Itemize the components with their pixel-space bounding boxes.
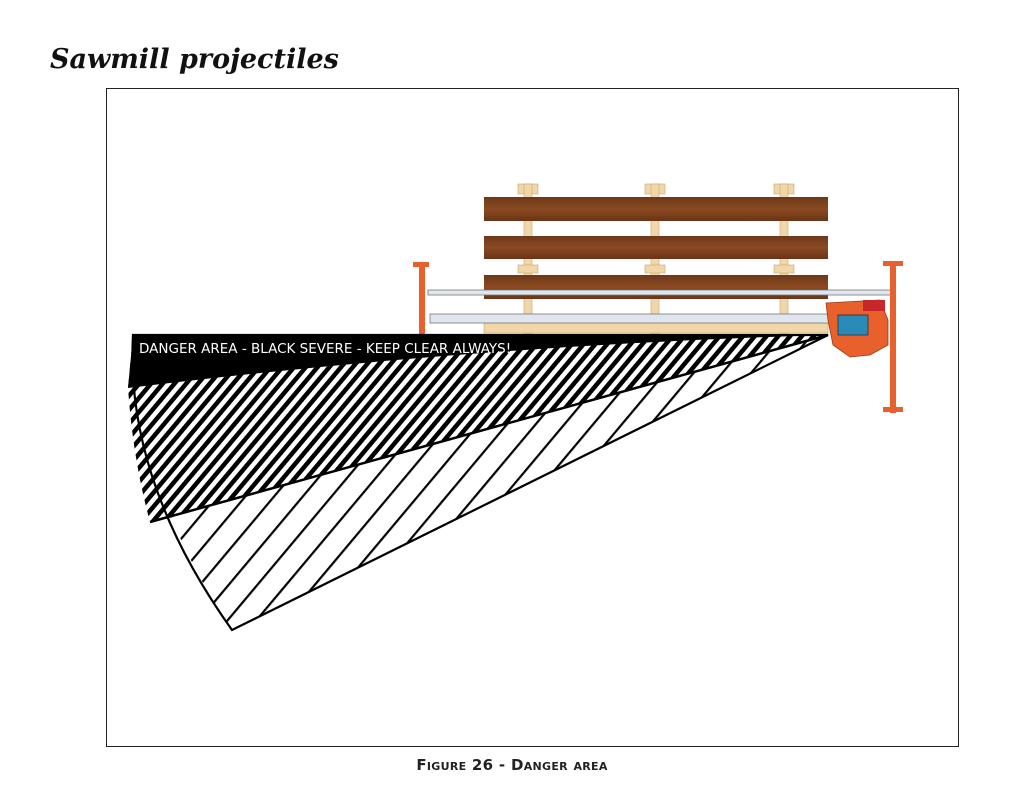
- danger-area-label: DANGER AREA - BLACK SEVERE - KEEP CLEAR …: [139, 341, 511, 357]
- figure-frame: [106, 88, 959, 747]
- saw-head: [825, 299, 889, 358]
- severe-zone-dense-hatch: [128, 335, 828, 522]
- section-heading: Sawmill projectiles: [50, 44, 339, 75]
- severe-zone-black: [128, 335, 828, 388]
- log: [484, 236, 828, 259]
- log: [484, 197, 828, 221]
- danger-zone: DANGER AREA - BLACK SEVERE - KEEP CLEAR …: [128, 333, 829, 632]
- logs: [484, 197, 828, 299]
- log-bearers: [483, 183, 829, 355]
- figure-caption: Figure 26 - Danger area: [416, 756, 608, 774]
